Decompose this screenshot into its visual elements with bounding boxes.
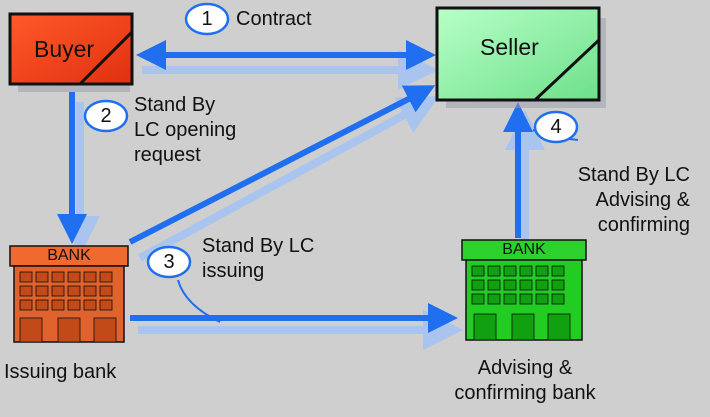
buyer-node — [8, 12, 134, 92]
step-1-text: Contract — [236, 8, 312, 30]
issuing-bank-sign: BANK — [47, 247, 91, 264]
advising-bank-sign: BANK — [502, 241, 546, 258]
step-4-text: Stand By LC Advising & confirming — [577, 164, 690, 236]
step-2-circle — [83, 99, 129, 133]
step-circles — [83, 2, 579, 279]
step-4-number: 4 — [550, 116, 562, 138]
buyer-label: Buyer — [34, 36, 95, 62]
advising-bank-building — [461, 239, 587, 341]
step-1-circle — [184, 2, 230, 36]
issuing-bank-caption: Issuing bank — [4, 361, 117, 383]
issuing-bank-building — [9, 245, 129, 343]
seller-node — [435, 6, 606, 108]
arrows — [57, 40, 533, 333]
step-2-number: 2 — [100, 105, 112, 127]
step-1-number: 1 — [201, 8, 213, 30]
seller-label: Seller — [480, 34, 539, 60]
step-3-circle — [146, 245, 192, 279]
arrow-shadows — [60, 50, 545, 350]
issuing-arrow — [128, 85, 436, 245]
step-2-text: Stand By LC opening request — [134, 94, 237, 166]
step-3-connector — [177, 279, 221, 323]
step-4-circle — [533, 110, 579, 144]
advising-bank-caption: Advising & confirming bank — [454, 357, 596, 404]
step-3-text: Stand By LC issuing — [202, 235, 315, 282]
step-3-number: 3 — [163, 251, 175, 273]
issuing-arrow-shadow — [138, 96, 440, 262]
